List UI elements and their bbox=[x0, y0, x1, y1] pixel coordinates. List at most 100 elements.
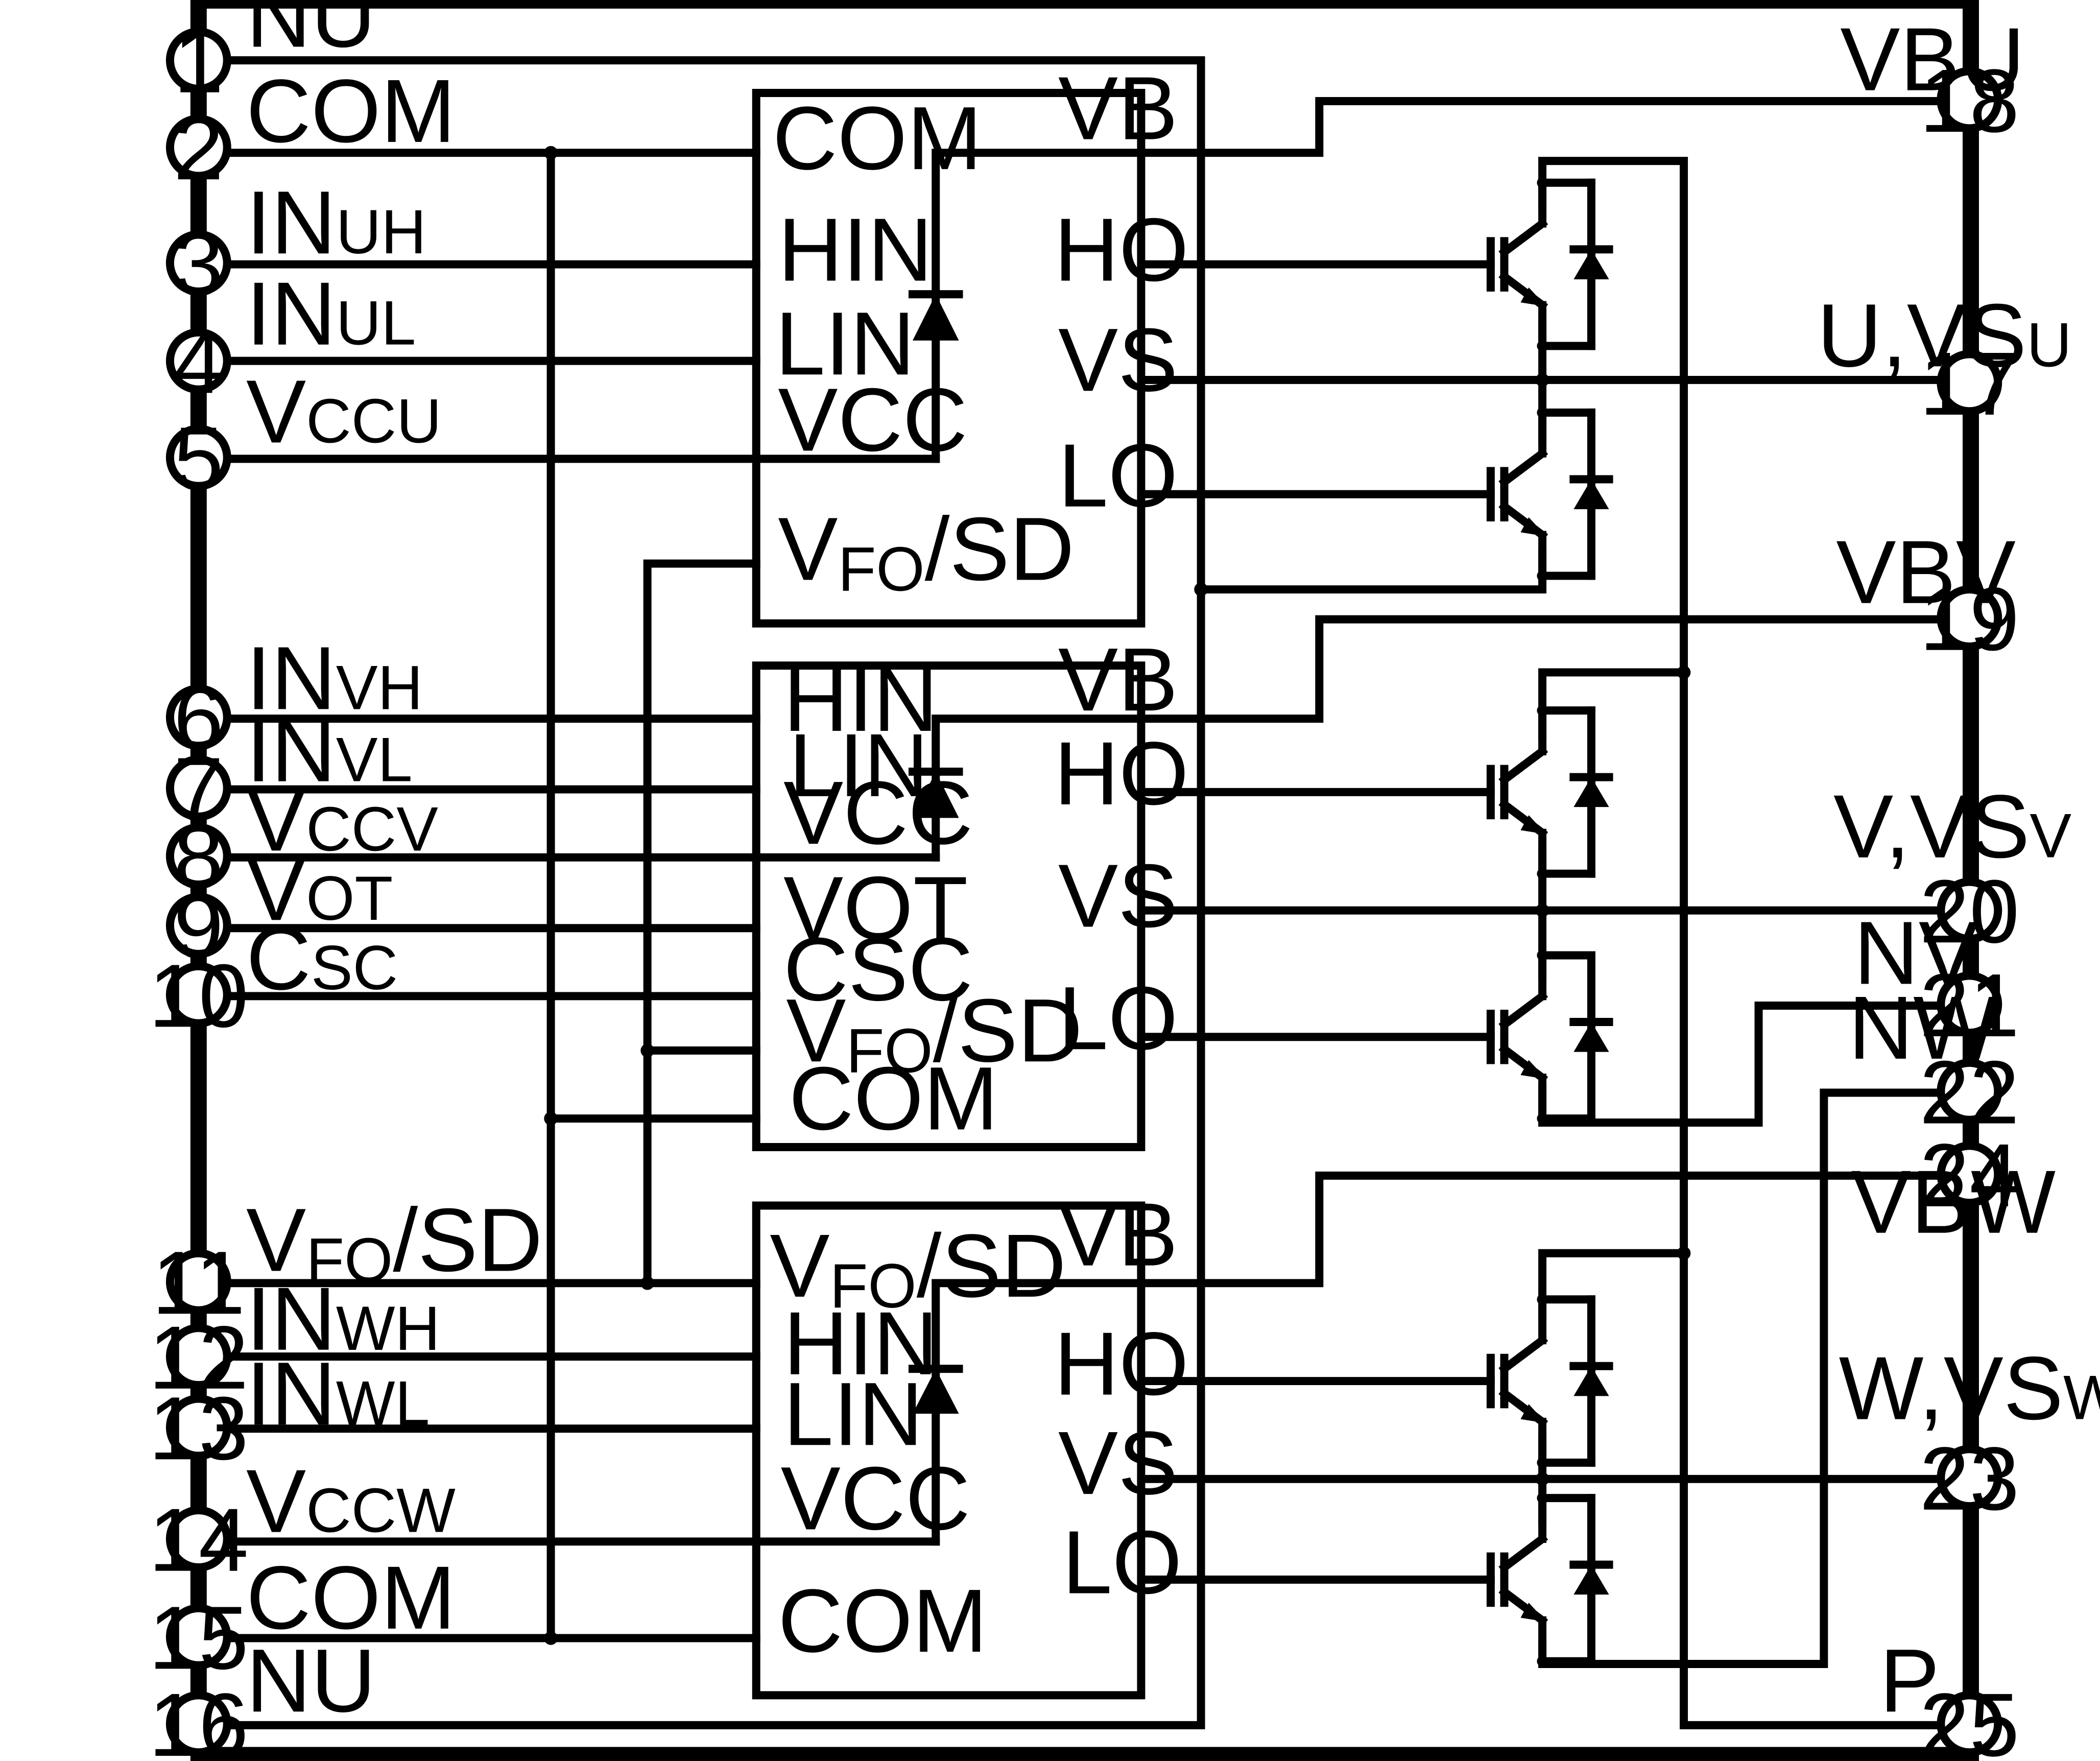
pin-16-label: NU bbox=[246, 1631, 376, 1731]
pin-13: 13 bbox=[149, 1378, 249, 1479]
driver-v-hin: HIN bbox=[783, 650, 938, 750]
pin-17-label: U,VSU bbox=[1817, 285, 2072, 386]
pin-7-label: INVL bbox=[246, 701, 413, 801]
pin-25-label: P bbox=[1880, 1631, 1940, 1731]
driver-w-com: COM bbox=[778, 1571, 987, 1671]
svg-text:6: 6 bbox=[174, 669, 224, 769]
driver-u-labels: COM HIN LIN VCC VFO/SD VB HO VS LO bbox=[773, 59, 1189, 604]
driver-v-vfo: VFO/SD bbox=[786, 981, 1082, 1085]
driver-u-com: COM bbox=[773, 88, 982, 188]
svg-text:22: 22 bbox=[1920, 1042, 2020, 1143]
igbt-v-low bbox=[1491, 950, 1609, 1124]
svg-text:19: 19 bbox=[1920, 569, 2020, 670]
pin-1-label: NU bbox=[246, 0, 376, 66]
driver-w-vcc: VCC bbox=[781, 1448, 970, 1549]
pin-11: 11 bbox=[152, 1233, 245, 1333]
igbt-w-high bbox=[1491, 1294, 1609, 1468]
pin-22: 22 bbox=[1920, 1042, 2020, 1143]
driver-v-labels: HIN LIN VCC VOT CSC VFO/SD COM VB HO VS … bbox=[783, 630, 1189, 1149]
svg-text:13: 13 bbox=[149, 1378, 249, 1479]
driver-v-lin: LIN bbox=[789, 716, 929, 816]
driver-w-vfo: VFO/SD bbox=[770, 1216, 1066, 1321]
pin-6-label: INVH bbox=[246, 628, 423, 728]
svg-text:24: 24 bbox=[1920, 1126, 2020, 1226]
pin-8: 8 bbox=[165, 807, 231, 908]
svg-text:17: 17 bbox=[1920, 334, 2020, 434]
driver-w-box bbox=[752, 1201, 1146, 1700]
svg-text:21: 21 bbox=[1920, 956, 2020, 1056]
driver-w-vs: VS bbox=[1058, 1413, 1178, 1513]
driver-u-vfo: VFO/SD bbox=[778, 499, 1074, 604]
pin-23: 23 bbox=[1920, 1429, 2020, 1529]
pin-8-label: VCCV bbox=[246, 770, 438, 870]
pin-1: 1 bbox=[165, 12, 231, 112]
pin-2: 2 bbox=[165, 99, 231, 199]
bootstrap-diodes bbox=[909, 97, 1945, 1546]
driver-w-lin: LIN bbox=[783, 1364, 923, 1464]
pin-9: 9 bbox=[165, 877, 231, 977]
svg-text:18: 18 bbox=[1920, 51, 2020, 151]
svg-text:25: 25 bbox=[1920, 1675, 2020, 1761]
left-wires bbox=[224, 56, 1208, 1729]
pin-24-label: VBW bbox=[1851, 1152, 2056, 1252]
igbt-u-low bbox=[1491, 407, 1609, 581]
driver-v-vcc: VCC bbox=[783, 763, 973, 863]
pin-19: 19 bbox=[1920, 569, 2020, 670]
driver-u-vcc: VCC bbox=[778, 370, 967, 470]
pin-23-label: W,VSW bbox=[1839, 1339, 2100, 1439]
driver-u-lin: LIN bbox=[775, 294, 915, 394]
right-pin-circles: 18 17 19 20 21 22 24 23 25 bbox=[1920, 51, 2020, 1761]
driver-u-vs: VS bbox=[1058, 310, 1178, 410]
pin-9-label: VOT bbox=[246, 839, 393, 939]
pin-17: 17 bbox=[1920, 334, 2020, 434]
left-pin-labels: NU COM INUH INUL VCCU INVH INVL VCCV VOT… bbox=[246, 0, 542, 1731]
igbt-w-low bbox=[1491, 1492, 1609, 1667]
svg-text:1: 1 bbox=[174, 12, 224, 112]
pin-12-label: INWH bbox=[246, 1269, 440, 1369]
driver-v-vs: VS bbox=[1058, 846, 1178, 946]
svg-text:8: 8 bbox=[174, 807, 224, 908]
svg-text:5: 5 bbox=[174, 409, 224, 509]
svg-text:10: 10 bbox=[149, 946, 249, 1046]
driver-u-ho: HO bbox=[1054, 200, 1189, 300]
driver-u-vb: VB bbox=[1058, 59, 1178, 159]
pin-11-label: VFO/SD bbox=[246, 1190, 542, 1295]
pin-21-label: NV bbox=[1854, 903, 1978, 1003]
power-stage-wires bbox=[1137, 157, 1945, 1729]
pin-20-label: V,VSV bbox=[1833, 777, 2071, 877]
driver-v-csc: CSC bbox=[783, 919, 973, 1019]
pin-7: 7 bbox=[165, 740, 231, 840]
svg-text:11: 11 bbox=[152, 1233, 245, 1333]
driver-v-vb: VB bbox=[1058, 630, 1178, 730]
pin-15: 15 bbox=[149, 1588, 249, 1688]
svg-text:7: 7 bbox=[174, 740, 224, 840]
pin-22-label: NW bbox=[1848, 978, 1998, 1078]
driver-v-lo: LO bbox=[1058, 968, 1178, 1068]
driver-w-lo: LO bbox=[1062, 1513, 1182, 1613]
svg-text:14: 14 bbox=[149, 1490, 249, 1590]
driver-v-com: COM bbox=[789, 1049, 998, 1149]
driver-u-hin: HIN bbox=[778, 200, 933, 300]
pin-18: 18 bbox=[1920, 51, 2020, 151]
pin-16: 16 bbox=[149, 1675, 249, 1761]
pin-4-label: INUL bbox=[246, 264, 416, 364]
driver-w-ho: HO bbox=[1054, 1314, 1189, 1414]
pin-20: 20 bbox=[1920, 862, 2020, 962]
driver-u-lo: LO bbox=[1058, 426, 1178, 526]
svg-text:2: 2 bbox=[174, 99, 224, 199]
pin-21: 21 bbox=[1920, 956, 2020, 1056]
left-pin-circles: 1 2 3 4 5 6 7 8 9 10 11 12 13 14 15 16 bbox=[149, 12, 249, 1761]
driver-v-ho: HO bbox=[1054, 724, 1189, 824]
svg-text:20: 20 bbox=[1920, 862, 2020, 962]
driver-w-labels: VFO/SD HIN LIN VCC COM VB HO VS LO bbox=[770, 1185, 1188, 1671]
pin-18-label: VBU bbox=[1840, 10, 2024, 110]
pin-6: 6 bbox=[165, 669, 231, 769]
pin-10-label: CSC bbox=[246, 909, 398, 1009]
pin-3-label: INUH bbox=[246, 173, 426, 273]
svg-text:3: 3 bbox=[174, 215, 224, 315]
igbt-u-high bbox=[1491, 177, 1609, 351]
pin-13-label: INWL bbox=[246, 1344, 430, 1444]
pin-2-label: COM bbox=[246, 61, 456, 161]
pin-14: 14 bbox=[149, 1490, 249, 1590]
pin-25: 25 bbox=[1920, 1675, 2020, 1761]
